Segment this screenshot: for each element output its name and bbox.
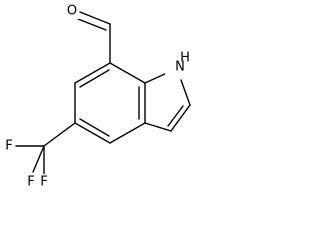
bond-c7a-n1 [144,72,168,84]
chemical-structure: O N H F F F [5,3,191,190]
oxygen-atom-label: O [67,4,77,19]
bond-c4-c5-inner [79,118,110,137]
fluorine-atom-label-2: F [27,175,34,190]
bond-n1-c2 [180,79,191,106]
bond-cf3-f3 [32,145,45,173]
hydrogen-atom-label: H [180,51,190,66]
bond-c6-c7 [74,62,111,84]
bond-cho-o [79,11,111,25]
nitrogen-atom-label: N [175,60,185,75]
bond-cho-o-double [77,18,107,31]
bond-c5-cf3 [43,122,76,147]
bond-c7-c7a [109,62,146,84]
bond-c3-c3a [144,122,172,132]
bond-c3a-c4 [109,122,146,144]
fluorine-atom-label-3: F [40,175,47,190]
bond-c6-c7-inner [79,69,110,88]
bond-c2-c3-inner [167,105,184,127]
fluorine-atom-label-1: F [5,139,12,154]
bond-c4-c5 [74,122,111,144]
bond-c2-c3 [170,104,191,132]
